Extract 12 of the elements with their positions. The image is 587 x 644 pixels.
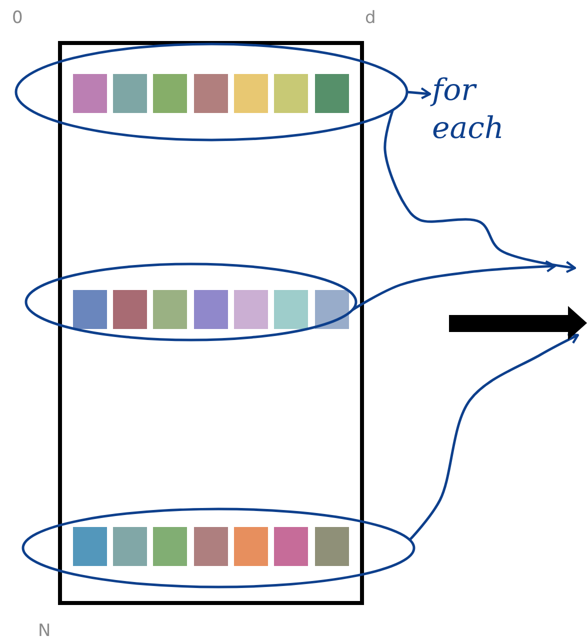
row-circle: [21, 507, 416, 589]
matrix-outline: [58, 41, 364, 605]
curved-arrow: [406, 87, 432, 100]
axis-label: N: [38, 623, 51, 640]
axis-label: 0: [12, 10, 23, 27]
row-circle: [14, 42, 409, 142]
curved-arrow: [352, 260, 556, 311]
row-circle: [24, 262, 358, 342]
curved-arrow: [408, 333, 580, 541]
curved-arrow: [384, 110, 576, 274]
handwritten-note: for each: [432, 72, 532, 147]
axis-label: d: [365, 10, 376, 27]
